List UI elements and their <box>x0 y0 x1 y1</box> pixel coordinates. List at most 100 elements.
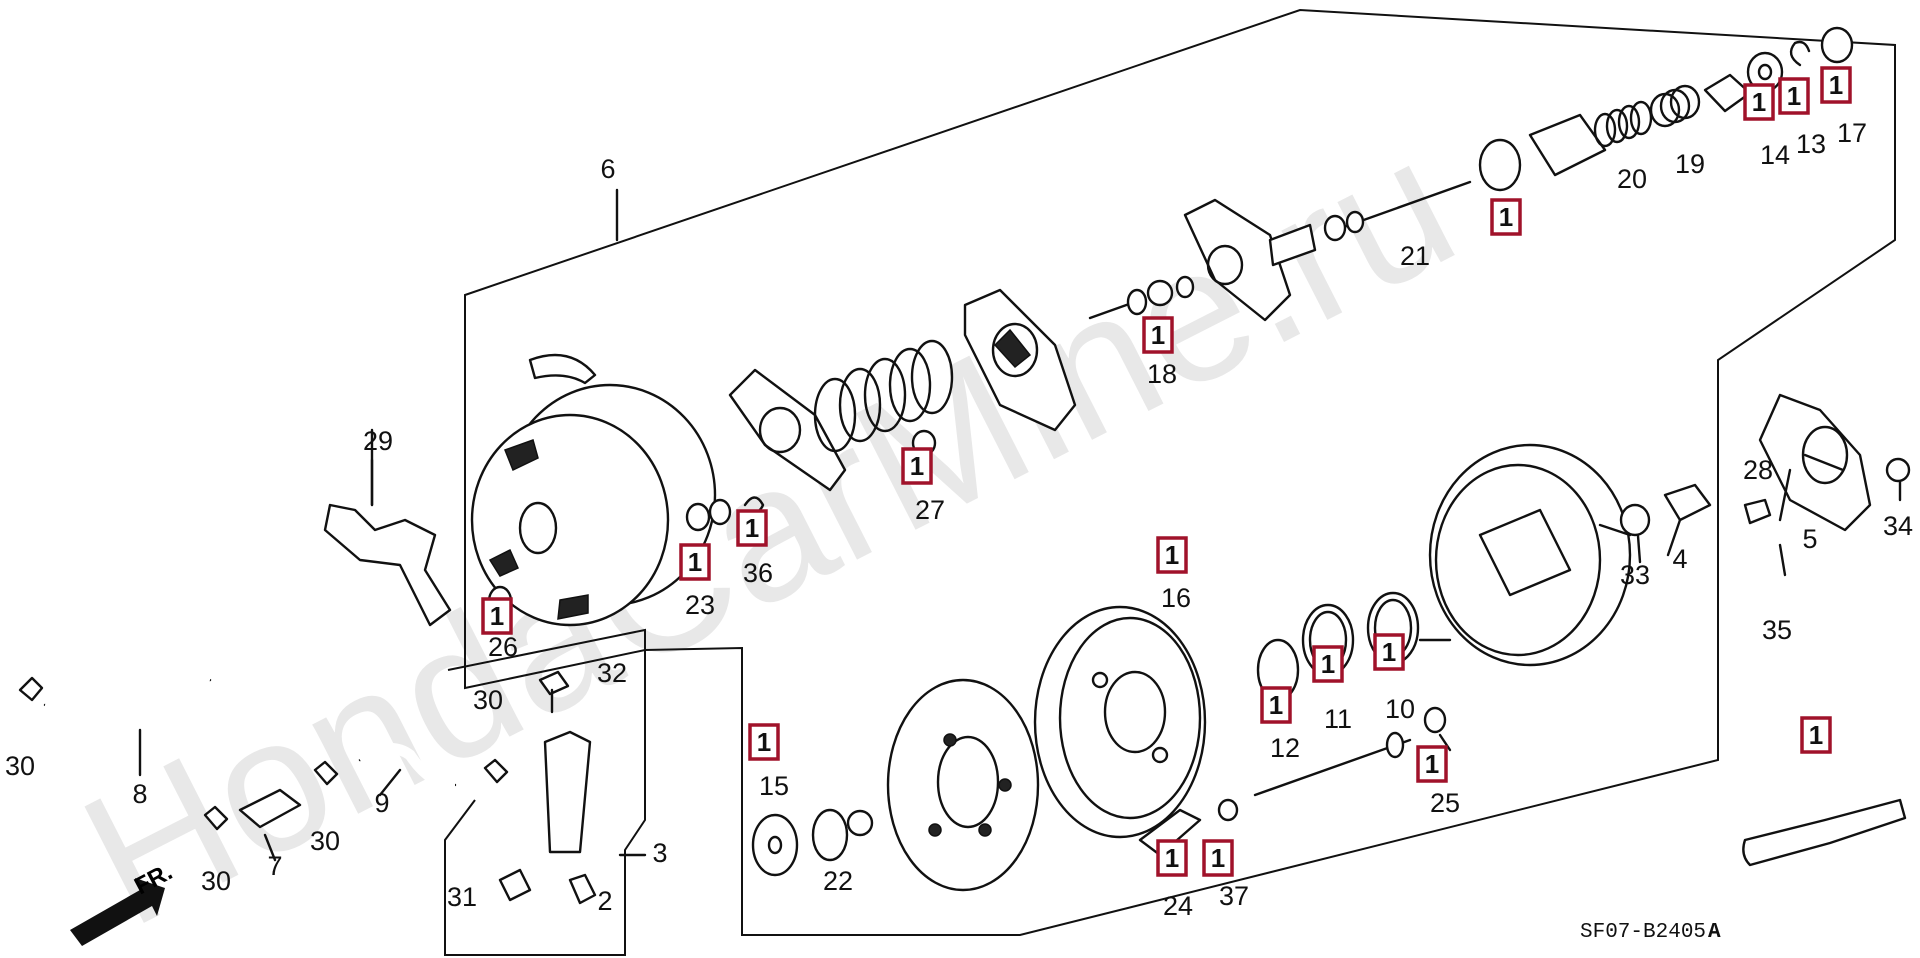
quantity-badge: 1 <box>1373 633 1405 671</box>
part-label-32: 32 <box>597 658 627 688</box>
svg-text:1: 1 <box>910 451 924 481</box>
clip-2 <box>568 873 597 905</box>
quantity-badge: 1 <box>1312 645 1344 683</box>
quantity-badge: 1 <box>901 447 933 485</box>
quantity-badge: 1 <box>481 597 513 635</box>
svg-text:1: 1 <box>1787 81 1801 111</box>
svg-text:1: 1 <box>688 547 702 577</box>
cotter-35 <box>1778 543 1787 577</box>
part-label-12: 12 <box>1270 733 1300 763</box>
part-label-29: 29 <box>363 426 393 456</box>
svg-text:1: 1 <box>1165 540 1179 570</box>
nut-33 <box>1619 503 1651 537</box>
part-label-8: 8 <box>132 779 147 809</box>
svg-text:1: 1 <box>1321 649 1335 679</box>
clevis-4 <box>1663 483 1712 522</box>
bracket-outline <box>444 628 646 956</box>
part-label-24: 24 <box>1163 891 1193 921</box>
gasket-5 <box>1758 393 1872 532</box>
ring-15 <box>751 813 799 877</box>
svg-text:1: 1 <box>1269 690 1283 720</box>
svg-text:1: 1 <box>1829 70 1843 100</box>
part-label-30-3: 30 <box>310 826 340 856</box>
svg-text:1: 1 <box>1425 749 1439 779</box>
diagram-revision: A <box>1708 921 1721 944</box>
clip-13 <box>1789 40 1811 67</box>
quantity-badge: 1 <box>1156 536 1188 574</box>
part-label-21: 21 <box>1400 241 1430 271</box>
quantity-badge: 1 <box>679 543 711 581</box>
clamp-30-b <box>313 760 339 786</box>
nut-34 <box>1885 457 1911 483</box>
part-label-30-4: 30 <box>201 866 231 896</box>
part-label-15: 15 <box>759 771 789 801</box>
part-label-14: 14 <box>1760 140 1790 170</box>
bracket-29 <box>323 503 452 627</box>
part-label-10: 10 <box>1385 694 1415 724</box>
svg-text:1: 1 <box>1151 320 1165 350</box>
rear-plate <box>886 678 1040 892</box>
seal-25 <box>1423 706 1447 734</box>
part-label-34: 34 <box>1883 511 1913 541</box>
part-label-19: 19 <box>1675 149 1705 179</box>
bracket-3 <box>543 730 592 854</box>
quantity-badge: 1 <box>1416 745 1448 783</box>
return-spring <box>813 339 954 453</box>
assembly-outline <box>464 8 1896 936</box>
part-label-6: 6 <box>600 154 615 184</box>
part-label-9: 9 <box>374 788 389 818</box>
bolt-32 <box>538 670 570 696</box>
quantity-badge: 1 <box>1156 839 1188 877</box>
svg-text:1: 1 <box>1499 202 1513 232</box>
part-label-17: 17 <box>1837 118 1867 148</box>
part-label-25: 25 <box>1430 788 1460 818</box>
clamp-30-a <box>18 676 44 702</box>
svg-text:1: 1 <box>1809 720 1823 750</box>
part-label-31: 31 <box>447 882 477 912</box>
part-label-28: 28 <box>1743 455 1773 485</box>
part-label-35: 35 <box>1762 615 1792 645</box>
part-label-22: 22 <box>823 866 853 896</box>
rod-assembly <box>1253 738 1412 797</box>
part-label-4: 4 <box>1672 544 1687 574</box>
part-label-7: 7 <box>267 851 282 881</box>
seal <box>1478 138 1522 192</box>
spring-19 <box>1649 84 1701 128</box>
part-label-26: 26 <box>488 632 518 662</box>
quantity-badge: 1 <box>1490 198 1522 236</box>
part-label-20: 20 <box>1617 164 1647 194</box>
clip-31 <box>498 868 532 902</box>
svg-text:1: 1 <box>1382 637 1396 667</box>
part-label-18: 18 <box>1147 359 1177 389</box>
clip-37 <box>1217 798 1239 822</box>
quantity-badge: 1 <box>1800 716 1832 754</box>
quantity-badge: 1 <box>1202 839 1234 877</box>
grease-tube <box>1742 798 1907 867</box>
part-label-2: 2 <box>597 886 612 916</box>
part-label-33: 33 <box>1620 560 1650 590</box>
spring-24 <box>1138 808 1202 857</box>
push-rod-18 <box>1088 301 1134 320</box>
part-label-37: 37 <box>1219 881 1249 911</box>
svg-text:1: 1 <box>1752 87 1766 117</box>
quantity-badge: 1 <box>1260 686 1292 724</box>
part-label-36: 36 <box>743 558 773 588</box>
svg-text:1: 1 <box>757 727 771 757</box>
leader-lines <box>138 188 1902 862</box>
part-label-23: 23 <box>685 590 715 620</box>
part-label-16: 16 <box>1161 583 1191 613</box>
check-valve-7 <box>238 788 302 829</box>
clamp-30-d <box>483 758 509 784</box>
quantity-badge: 1 <box>736 509 768 547</box>
part-label-27: 27 <box>915 495 945 525</box>
poppet <box>1528 113 1607 177</box>
clamp-30-c <box>203 805 229 831</box>
washer-23 <box>685 502 711 532</box>
quantity-badge: 1 <box>1142 316 1174 354</box>
diaphragm-16 <box>1033 605 1207 839</box>
cap-22 <box>811 808 849 862</box>
part-label-30-2: 30 <box>473 685 503 715</box>
part-label-30-1: 30 <box>5 751 35 781</box>
part-label-5: 5 <box>1802 524 1817 554</box>
